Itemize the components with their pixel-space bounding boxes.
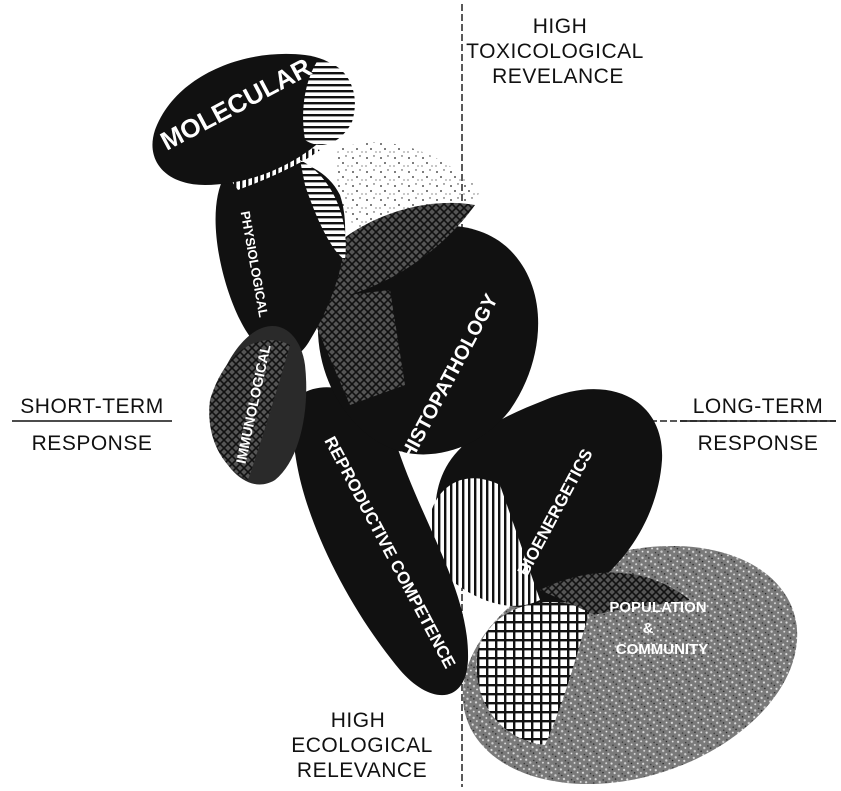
population-label-line-2: & bbox=[643, 620, 654, 637]
top-axis-line-1: HIGH bbox=[533, 15, 588, 38]
right-axis-line-2: RESPONSE bbox=[698, 432, 819, 455]
left-axis-label: SHORT-TERM RESPONSE bbox=[12, 395, 172, 455]
bottom-axis-line-3: RELEVANCE bbox=[297, 759, 427, 782]
left-axis-line-2: RESPONSE bbox=[32, 432, 153, 455]
left-axis-line-1: SHORT-TERM bbox=[20, 395, 163, 418]
top-axis-label: HIGH TOXICOLOGICAL REVELANCE bbox=[466, 15, 644, 88]
right-axis-label: LONG-TERM RESPONSE bbox=[680, 395, 836, 455]
population-label-line-3: COMMUNITY bbox=[616, 641, 709, 658]
top-axis-line-2: TOXICOLOGICAL bbox=[466, 40, 644, 63]
right-axis-line-1: LONG-TERM bbox=[693, 395, 824, 418]
bottom-axis-line-1: HIGH bbox=[331, 709, 386, 732]
bottom-axis-line-2: ECOLOGICAL bbox=[291, 734, 433, 757]
top-axis-line-3: REVELANCE bbox=[492, 65, 624, 88]
bottom-axis-label: HIGH ECOLOGICAL RELEVANCE bbox=[291, 709, 433, 782]
population-label-line-1: POPULATION bbox=[609, 599, 706, 616]
